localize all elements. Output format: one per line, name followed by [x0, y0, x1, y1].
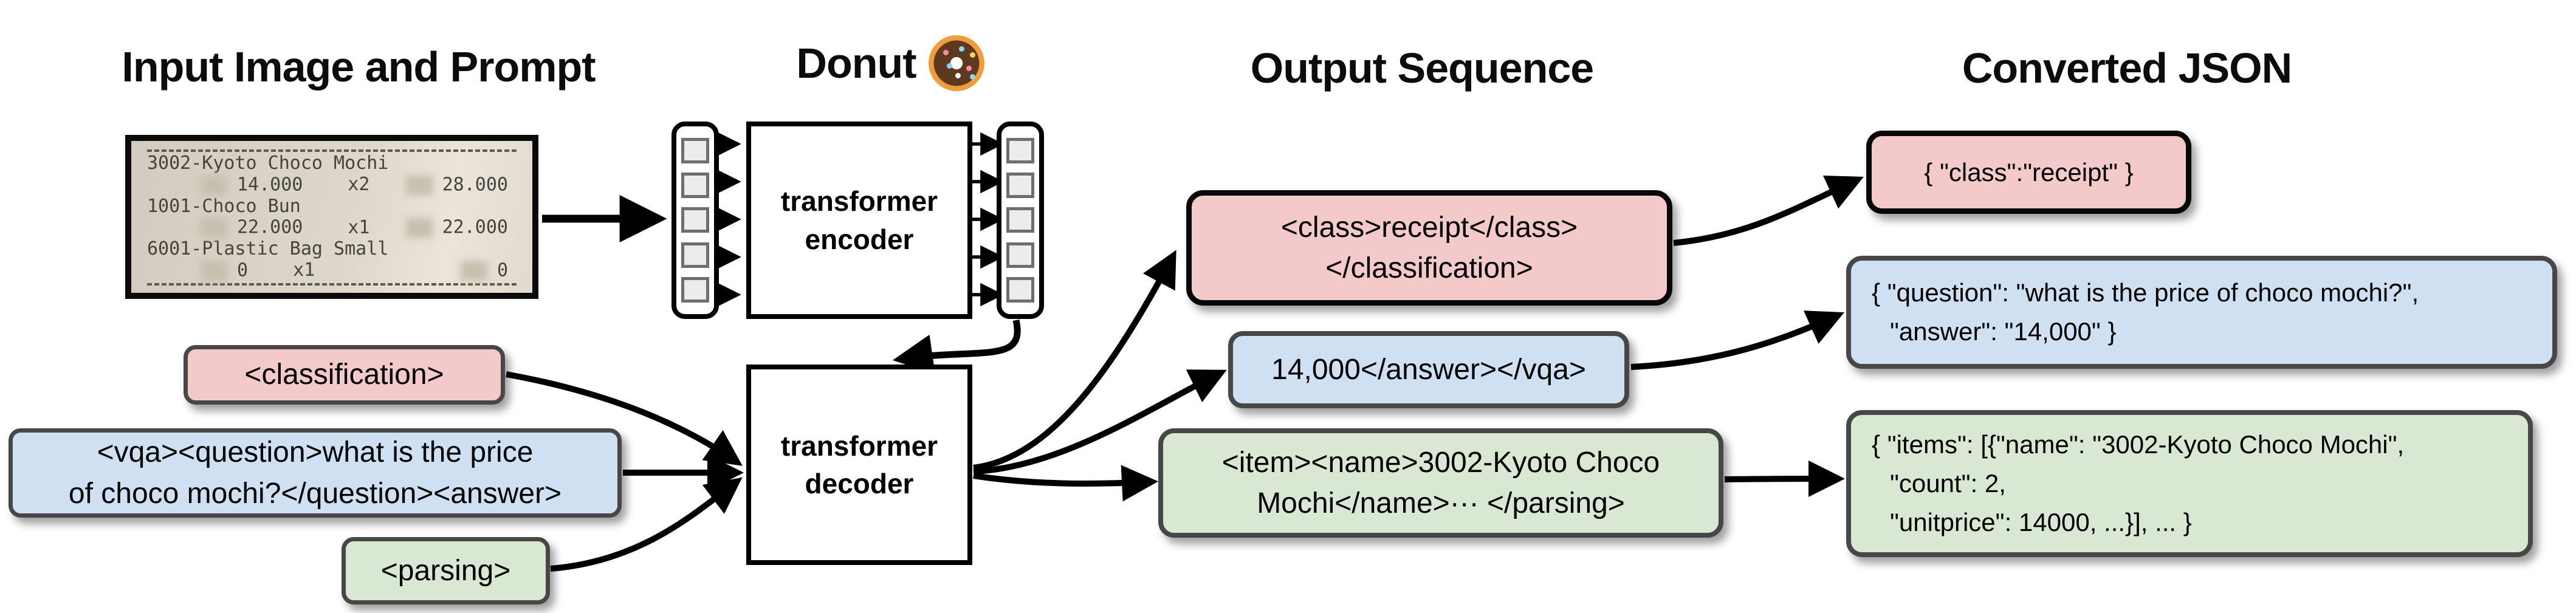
decoder-label-line2: decoder	[805, 468, 914, 499]
prompt-vqa-line2: of choco mochi?</question><answer>	[68, 477, 562, 510]
json-vqa-line2: "answer": "14,000" }	[1890, 317, 2117, 346]
arrow-vqa-output-to-json	[1630, 310, 1844, 370]
arrow-prompt-classification-to-decoder	[506, 371, 743, 466]
arrow-decoder-to-classification-output	[973, 250, 1176, 471]
embedding-token	[1006, 207, 1034, 233]
arrow-decoder-to-parsing-output	[973, 465, 1158, 502]
receipt-item-price-row: 22.000 x1 22.000	[147, 218, 517, 238]
receipt-item-name-row: 6001-Plastic Bag Small	[147, 240, 517, 259]
output-vqa-box: 14,000</answer></vqa>	[1228, 331, 1629, 408]
arrow-encoder-to-decoder	[892, 319, 1021, 375]
json-parsing-box: { "items": [{"name": "3002-Kyoto Choco M…	[1846, 410, 2533, 557]
receipt-qty: x1	[348, 216, 370, 238]
encoder-embedding-token-column	[997, 122, 1044, 319]
receipt-item-name-row: 3002-Kyoto Choco Mochi	[147, 154, 517, 173]
embedding-token	[1006, 276, 1034, 303]
prompt-parsing-text: <parsing>	[380, 554, 511, 587]
title-input-label: Input Image and Prompt	[122, 43, 596, 91]
receipt-unit-price: 0	[237, 259, 249, 281]
decoder-label-line1: transformer	[780, 430, 938, 462]
patch-token	[681, 173, 709, 199]
receipt-dashed-line-top	[147, 149, 517, 152]
receipt-line-total: 0	[496, 259, 508, 281]
output-parsing-line1: <item><name>3002-Kyoto Choco	[1221, 446, 1660, 479]
output-parsing-line2: Mochi</name>··· </parsing>	[1257, 487, 1625, 519]
prompt-parsing-box: <parsing>	[342, 537, 550, 604]
receipt-item-price-row: 14.000 x2 28.000	[147, 174, 517, 196]
donut-icon	[928, 35, 984, 91]
title-json-label: Converted JSON	[1962, 44, 2292, 92]
receipt-price-cell: 14.000 x2	[147, 174, 370, 196]
output-vqa-line1: 14,000</answer></vqa>	[1271, 353, 1586, 386]
input-receipt-image: 3002-Kyoto Choco Mochi 14.000 x2 28.000 1…	[125, 135, 538, 299]
json-vqa-box: { "question": "what is the price of choc…	[1846, 256, 2557, 369]
patch-token	[681, 242, 709, 268]
redaction-blur	[201, 175, 227, 195]
receipt-total-cell: 22.000	[405, 216, 517, 238]
receipt-item-price-row: 0 x1 0	[147, 261, 517, 281]
patch-token	[681, 207, 709, 233]
transformer-encoder-box: transformer encoder	[746, 122, 972, 319]
output-parsing-box: <item><name>3002-Kyoto Choco Mochi</name…	[1158, 428, 1723, 538]
embedding-token	[1006, 173, 1034, 199]
receipt-unit-price: 22.000	[237, 216, 303, 238]
output-classification-box: <class>receipt</class> </classification>	[1186, 190, 1672, 306]
arrow-prompt-parsing-to-decoder	[550, 477, 743, 572]
receipt-dashed-line-bottom	[147, 283, 517, 286]
transformer-decoder-box: transformer decoder	[746, 365, 972, 565]
receipt-item-name: 3002-Kyoto Choco Mochi	[147, 152, 389, 174]
encoder-label-line1: transformer	[780, 185, 938, 217]
prompt-vqa-line1: <vqa><question>what is the price	[97, 436, 534, 469]
title-donut: Donut	[760, 35, 1021, 91]
receipt-unit-price: 14.000	[237, 174, 303, 196]
json-classification-box: { "class":"receipt" }	[1866, 131, 2191, 214]
redaction-blur	[405, 218, 433, 238]
encoder-label-line2: encoder	[805, 223, 914, 255]
json-parsing-line3: "unitprice": 14000, ...}], ... }	[1890, 507, 2192, 536]
arrow-decoder-to-vqa-output	[973, 369, 1227, 474]
receipt-line-total: 22.000	[442, 216, 508, 238]
title-input-image-and-prompt: Input Image and Prompt	[91, 43, 626, 91]
json-parsing-line1: { "items": [{"name": "3002-Kyoto Choco M…	[1872, 430, 2405, 459]
receipt-item-name: 1001-Choco Bun	[147, 195, 301, 217]
input-patch-token-column	[671, 122, 719, 319]
patch-token	[681, 276, 709, 303]
receipt-qty: x1	[293, 259, 315, 281]
title-output-sequence: Output Sequence	[1215, 44, 1629, 92]
receipt-price-cell: 22.000 x1	[147, 218, 370, 238]
receipt-qty: x2	[348, 174, 370, 196]
title-output-label: Output Sequence	[1250, 44, 1594, 92]
json-vqa-line1: { "question": "what is the price of choc…	[1872, 278, 2419, 307]
redaction-blur	[460, 261, 487, 281]
receipt-item-name-row: 1001-Choco Bun	[147, 197, 517, 216]
receipt-price-cell: 0 x1	[147, 261, 315, 281]
title-converted-json: Converted JSON	[1926, 44, 2327, 92]
output-classification-line2: </classification>	[1325, 252, 1533, 284]
receipt-line-total: 28.000	[442, 174, 508, 196]
receipt-item-name: 6001-Plastic Bag Small	[147, 238, 389, 260]
prompt-vqa-box: <vqa><question>what is the price of choc…	[9, 428, 622, 518]
json-parsing-line2: "count": 2,	[1890, 469, 2006, 498]
redaction-blur	[201, 218, 227, 238]
arrow-classification-output-to-json	[1673, 175, 1864, 246]
redaction-blur	[405, 175, 433, 195]
embedding-token	[1006, 242, 1034, 268]
redaction-blur	[201, 261, 227, 281]
prompt-classification-text: <classification>	[244, 358, 444, 391]
prompt-classification-box: <classification>	[184, 345, 505, 405]
receipt-total-cell: 28.000	[405, 174, 517, 196]
patch-token	[681, 138, 709, 164]
embedding-token	[1006, 138, 1034, 164]
json-classification-line1: { "class":"receipt" }	[1924, 157, 2134, 187]
receipt-total-cell: 0	[460, 259, 517, 281]
title-donut-label: Donut	[796, 39, 916, 87]
output-classification-line1: <class>receipt</class>	[1280, 211, 1578, 244]
